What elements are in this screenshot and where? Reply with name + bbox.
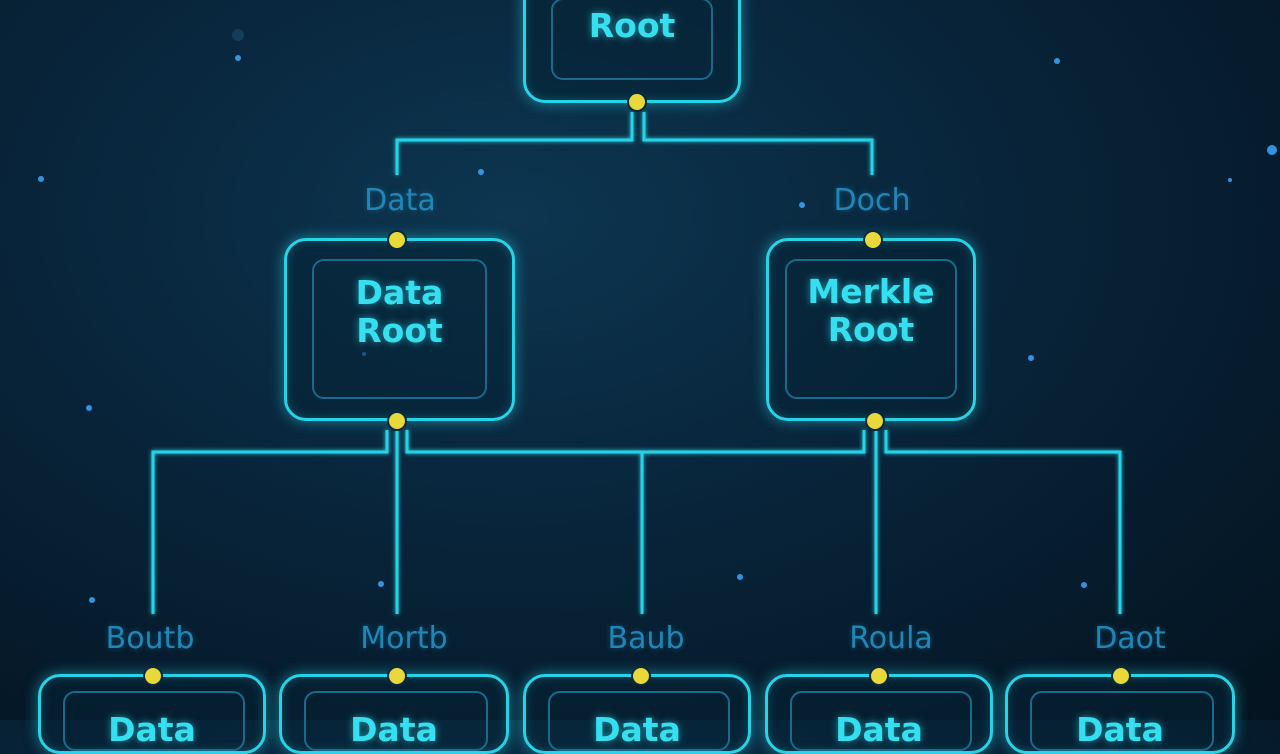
leaf-label-3: Baub (607, 621, 685, 656)
data-root-node-inner (312, 259, 487, 399)
star-5 (1054, 58, 1060, 64)
root-node-inner (551, 0, 713, 80)
connector-line-1 (395, 112, 634, 175)
connector-line-5 (405, 430, 866, 454)
leaf-label-5: Daot (1094, 621, 1166, 656)
connector-line-2 (642, 112, 874, 175)
star-9 (86, 405, 92, 411)
star-4 (478, 169, 484, 175)
star-13 (89, 597, 95, 603)
merkle-root-node: Merkle Root (766, 238, 976, 421)
diagram-canvas (38, 29, 1277, 614)
merkle-root-node-title: Merkle Root (807, 272, 935, 349)
leaf-label-2: Mortb (360, 621, 448, 656)
leaf-label-1: Boutb (105, 621, 195, 656)
right-branch-label: Doch (833, 183, 911, 218)
leaf-node-1-title: Data (108, 710, 196, 749)
left-branch-label: Data (364, 183, 436, 218)
star-8 (1028, 355, 1034, 361)
star-field (38, 29, 1277, 603)
star-14 (1081, 582, 1087, 588)
connector-line-3 (151, 430, 389, 614)
star-6 (1267, 145, 1277, 155)
connector-line-8 (884, 430, 1122, 614)
leaf-node-4-title: Data (835, 710, 923, 749)
star-12 (737, 574, 743, 580)
leaf-node-4: Data (765, 674, 993, 754)
star-2 (232, 29, 244, 41)
merkle-root-node-inner (785, 259, 957, 399)
leaf-node-3: Data (523, 674, 751, 754)
star-15 (1228, 178, 1232, 182)
leaf-node-2: Data (279, 674, 509, 754)
connector-lines (151, 112, 1122, 614)
leaf-node-1: Data (38, 674, 266, 754)
data-root-node: Data Root (284, 238, 515, 421)
leaf-node-5: Data (1005, 674, 1235, 754)
star-1 (235, 55, 241, 61)
star-11 (378, 581, 384, 587)
leaf-node-2-title: Data (350, 710, 438, 749)
leaf-label-4: Roula (849, 621, 933, 656)
star-3 (38, 176, 44, 182)
star-7 (799, 202, 805, 208)
leaf-node-5-title: Data (1076, 710, 1164, 749)
leaf-node-3-title: Data (593, 710, 681, 749)
root-node-title: Root (588, 6, 676, 45)
data-root-node-title: Data Root (355, 273, 444, 350)
root-node: Root (523, 0, 741, 103)
